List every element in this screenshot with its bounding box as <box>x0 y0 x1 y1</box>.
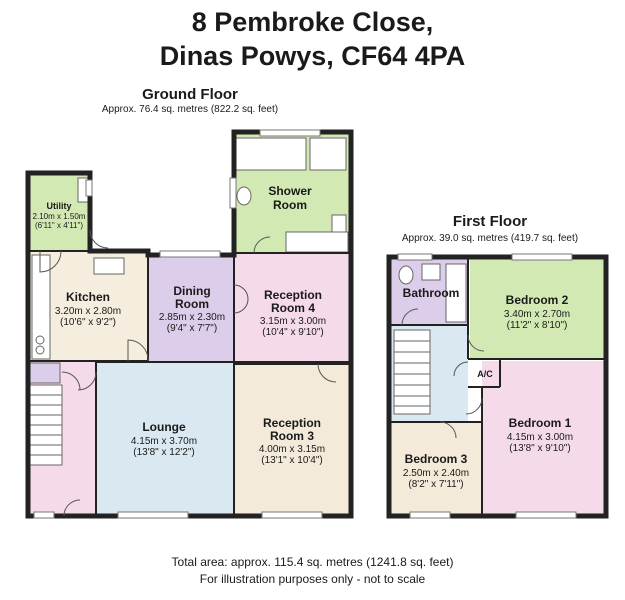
window <box>259 129 321 137</box>
disclaimer: For illustration purposes only - not to … <box>199 572 426 586</box>
lounge-dim-m: 4.15m x 3.70m <box>131 436 197 447</box>
dining-label-2: Room <box>175 297 209 311</box>
door-swing <box>453 361 469 377</box>
window <box>85 179 93 197</box>
reception-4-label-1: Reception <box>264 288 322 302</box>
kitchen-dim-m: 3.20m x 2.80m <box>55 306 121 317</box>
bedroom-1-room <box>482 361 604 514</box>
first-stairs <box>393 329 431 415</box>
door-swing <box>233 284 249 314</box>
ground-stairs <box>29 384 63 466</box>
window <box>261 511 323 519</box>
ground-floor-title: Ground Floor <box>142 86 238 103</box>
door-swing <box>61 371 81 391</box>
reception-4-dim-m: 3.15m x 3.00m <box>260 316 326 327</box>
kitchen-label: Kitchen <box>66 290 110 304</box>
window <box>229 177 237 209</box>
toilet <box>236 186 252 206</box>
reception-4-dim-ft: (10'4" x 9'10") <box>262 327 324 338</box>
ground-floor-plan: Utility 2.10m x 1.50m (6'11" x 4'11") Sh… <box>25 129 354 519</box>
kitchen-hob <box>35 345 45 355</box>
door-swing <box>63 499 81 517</box>
door-swing <box>253 236 271 254</box>
kitchen-hob <box>35 335 45 345</box>
window <box>397 253 433 261</box>
shower-tray <box>235 137 307 171</box>
reception-room-4 <box>234 253 349 364</box>
kitchen-dim-ft: (10'6" x 9'2") <box>60 317 116 328</box>
shower-label-1: Shower <box>268 184 312 198</box>
window <box>117 511 189 519</box>
ground-floor-area: Approx. 76.4 sq. metres (822.2 sq. feet) <box>101 104 279 115</box>
bedroom-2-room <box>470 259 604 359</box>
lounge-dim-ft: (13'8" x 12'2") <box>133 447 195 458</box>
dining-dim-m: 2.85m x 2.30m <box>159 312 225 323</box>
lounge-room <box>96 362 234 514</box>
window <box>409 511 451 519</box>
address-line-1: 8 Pembroke Close, <box>191 7 434 37</box>
basin <box>421 263 441 281</box>
toilet <box>398 265 414 285</box>
bedroom-2-dim-ft: (11'2" x 8'10") <box>507 320 568 331</box>
reception-room-3 <box>234 364 349 514</box>
reception-3-dim-m: 4.00m x 3.15m <box>259 444 325 455</box>
reception-3-dim-ft: (13'1" x 10'4") <box>261 455 323 466</box>
utility-dim-ft: (6'11" x 4'11") <box>35 221 83 230</box>
window <box>33 511 55 519</box>
first-floor-title: First Floor <box>452 213 528 230</box>
ac-label: A/C <box>477 369 493 379</box>
utility-label: Utility <box>46 201 71 211</box>
door-swing <box>465 397 483 415</box>
hall-cupboard <box>29 362 61 384</box>
window <box>511 253 573 261</box>
dining-label-1: Dining <box>173 284 210 298</box>
basin <box>331 214 347 234</box>
bedroom-1-dim-m: 4.15m x 3.00m <box>507 432 573 443</box>
door-swing <box>401 308 419 326</box>
address-line-2: Dinas Powys, CF64 4PA <box>159 41 466 71</box>
door-swing <box>89 229 109 249</box>
bedroom-3-dim-m: 2.50m x 2.40m <box>403 468 469 479</box>
shower-label-2: Room <box>273 198 307 212</box>
reception-4-label-2: Room 4 <box>271 301 315 315</box>
kitchen-sink <box>93 257 125 275</box>
door-swing <box>39 250 62 273</box>
bedroom-3-label: Bedroom 3 <box>405 452 468 466</box>
shower-tray <box>309 137 347 171</box>
utility-dim-m: 2.10m x 1.50m <box>33 212 86 221</box>
door-swing <box>439 421 457 439</box>
bath <box>445 263 467 323</box>
door-swing <box>317 363 337 383</box>
window <box>515 511 577 519</box>
total-area: Total area: approx. 115.4 sq. metres (12… <box>171 555 454 569</box>
bathroom-label: Bathroom <box>403 286 460 300</box>
dining-dim-ft: (9'4" x 7'7") <box>167 323 217 334</box>
window <box>159 250 221 258</box>
first-floor-area: Approx. 39.0 sq. metres (419.7 sq. feet) <box>401 233 579 244</box>
dining-room <box>148 255 234 362</box>
lounge-label: Lounge <box>142 420 186 434</box>
reception-3-label-2: Room 3 <box>270 429 314 443</box>
door-swing <box>127 339 149 362</box>
first-floor-plan: Bathroom Bedroom 2 3.40m x 2.70m (11'2" … <box>386 253 609 519</box>
bedroom-2-dim-m: 3.40m x 2.70m <box>504 309 570 320</box>
bedroom-3-dim-ft: (8'2" x 7'11") <box>408 479 463 490</box>
bedroom-2-label: Bedroom 2 <box>506 293 569 307</box>
door-swing <box>467 334 485 352</box>
kitchen-counter <box>31 254 51 360</box>
bedroom-1-dim-ft: (13'8" x 9'10") <box>509 443 571 454</box>
bedroom-3-room <box>391 422 482 514</box>
shower-cupboard <box>285 231 349 253</box>
reception-3-label-1: Reception <box>263 416 321 430</box>
bedroom-1-label: Bedroom 1 <box>509 416 572 430</box>
